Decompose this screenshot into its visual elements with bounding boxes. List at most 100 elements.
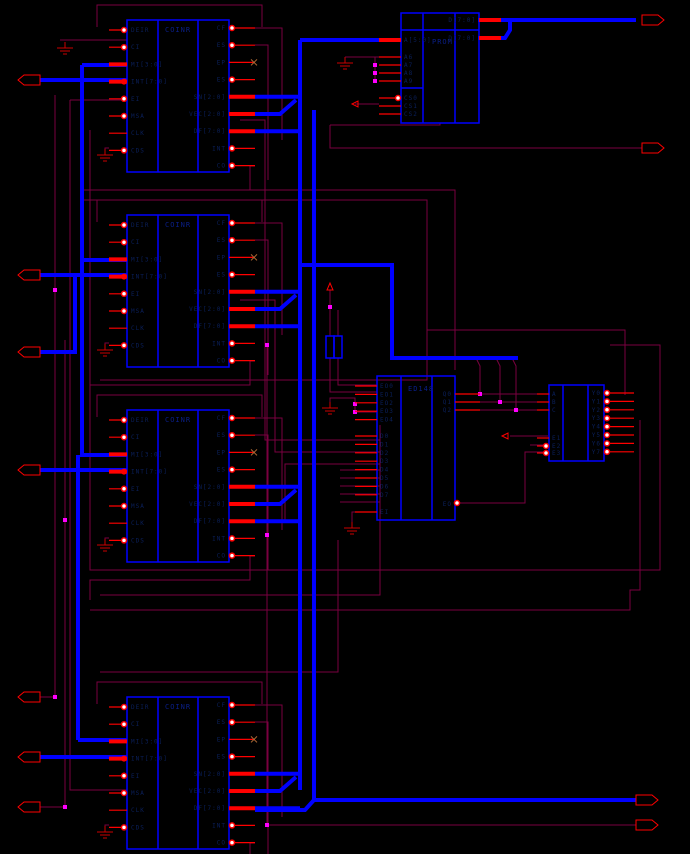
io-ports: [17, 14, 665, 831]
in-port-6[interactable]: [17, 751, 41, 763]
out-port-4[interactable]: [635, 819, 659, 831]
pin-inversion-bubble: [228, 701, 236, 709]
bus-tap: [255, 488, 298, 506]
pin-label: Y6: [592, 440, 601, 447]
pin-label: Q1: [443, 399, 452, 406]
encoder-block[interactable]: ED148EO0EO1EO2EO3EO4D0D1D2D3D4D5D6D7EIQ0…: [322, 281, 480, 535]
in-port-7[interactable]: [17, 801, 41, 813]
pin-label: VEC[2:0]: [189, 111, 226, 118]
pin-inversion-bubble: [228, 839, 236, 846]
coin-block[interactable]: COINRDEIRCIMI[3:0]INT[7:0]EIMSACLKCDSCFE…: [97, 19, 258, 173]
pin-label: INT[7:0]: [131, 79, 168, 86]
pin-label: A8: [404, 70, 413, 77]
pin-inversion-bubble: [228, 414, 236, 422]
junction-dot: [514, 408, 518, 412]
bus-pin: [121, 78, 127, 85]
out-port-1[interactable]: [641, 14, 665, 26]
input-bus: [40, 275, 77, 354]
pin-label: INT: [212, 340, 226, 347]
junction-dot: [63, 518, 67, 522]
net-wire: [100, 425, 381, 596]
out-port-3[interactable]: [635, 794, 659, 806]
pin-label: CI: [131, 239, 140, 246]
pin-label: DEIR: [131, 27, 149, 34]
coin-block[interactable]: COINRDEIRCIMI[3:0]INT[7:0]EIMSACLKCDSCFE…: [97, 214, 258, 368]
pin-label: EO0: [380, 383, 394, 390]
coin-block[interactable]: COINRDEIRCIMI[3:0]INT[7:0]EIMSACLKCDSCFE…: [97, 409, 258, 563]
encoder-outline[interactable]: [376, 375, 456, 521]
pin-label: ES: [217, 467, 226, 474]
pin-label: CF: [217, 415, 226, 422]
pin-inversion-bubble: [120, 720, 128, 728]
ground-symbol: [57, 42, 73, 55]
pin-label: DF[7:0]: [194, 805, 226, 812]
pin-label: MSA: [131, 503, 145, 510]
pin-label: EO4: [380, 417, 394, 424]
pin-label: INT: [212, 145, 226, 152]
decoder-outline[interactable]: [548, 384, 605, 462]
pin-label: SN[2:0]: [194, 94, 226, 101]
pin-label: MI[3:0]: [131, 61, 163, 68]
bus-tap-wire: [495, 357, 501, 402]
bus-pin: [121, 273, 127, 280]
pin-label: CLK: [131, 520, 145, 527]
pin-label: CF: [217, 25, 226, 32]
junction-dot: [353, 402, 357, 406]
no-connect-icon: [250, 254, 258, 261]
pin-label: DF[7:0]: [194, 518, 226, 525]
pin-label: MSA: [131, 308, 145, 315]
pin-label: SN[2:0]: [194, 484, 226, 491]
net-wire: [89, 130, 250, 571]
pin-inversion-bubble: [542, 449, 550, 457]
net-wire: [255, 239, 269, 375]
pin-inversion-bubble: [120, 502, 128, 510]
out-port-2[interactable]: [641, 142, 665, 154]
in-port-5[interactable]: [17, 691, 41, 703]
pin-label: CI: [131, 44, 140, 51]
pin-label: ES: [217, 77, 226, 84]
pin-label: CS2: [404, 111, 418, 118]
pin-label: Y7: [592, 449, 601, 456]
pin-label: D3: [380, 458, 389, 465]
pin-label: D0: [380, 433, 389, 440]
in-port-1[interactable]: [17, 74, 41, 86]
ground-wire: [104, 824, 109, 826]
pin-label: INT[7:0]: [131, 274, 168, 281]
in-port-2[interactable]: [17, 269, 41, 281]
net-wire: [40, 95, 56, 698]
power-arrow-icon: [500, 432, 509, 440]
feedback-wire: [96, 394, 263, 417]
pin-label: MI[3:0]: [131, 738, 163, 745]
no-connect-icon: [250, 59, 258, 66]
pin-label: CDS: [131, 537, 145, 544]
pin-inversion-bubble: [120, 342, 128, 349]
block-title: COINR: [165, 221, 191, 229]
pin-label: INT: [212, 822, 226, 829]
prom-outline[interactable]: [400, 12, 480, 124]
pin-label: DF[7:0]: [194, 323, 226, 330]
pin-label: EP: [217, 59, 226, 66]
net-wire: [240, 299, 380, 453]
pin-label: CDS: [131, 342, 145, 349]
net-wire: [329, 125, 642, 149]
no-connect-icon: [250, 449, 258, 456]
ground-symbol: [97, 344, 113, 357]
power-arrow-icon: [350, 100, 359, 108]
ground-wire: [104, 147, 109, 149]
pin-inversion-bubble: [228, 753, 236, 760]
pin-label: EP: [217, 254, 226, 261]
buses: [40, 18, 636, 812]
pin-inversion-bubble: [120, 416, 128, 424]
prom-output-bus: [478, 20, 512, 40]
pin-label: D[7:0]: [448, 35, 476, 42]
pin-inversion-bubble: [228, 41, 236, 49]
pin-label: D[7:0]: [448, 17, 476, 24]
in-port-3[interactable]: [17, 346, 41, 358]
pin-label: E3: [552, 450, 561, 457]
in-port-4[interactable]: [17, 464, 41, 476]
pin-inversion-bubble: [228, 535, 236, 542]
bus-tap: [255, 98, 298, 116]
block-title: COINR: [165, 416, 191, 424]
